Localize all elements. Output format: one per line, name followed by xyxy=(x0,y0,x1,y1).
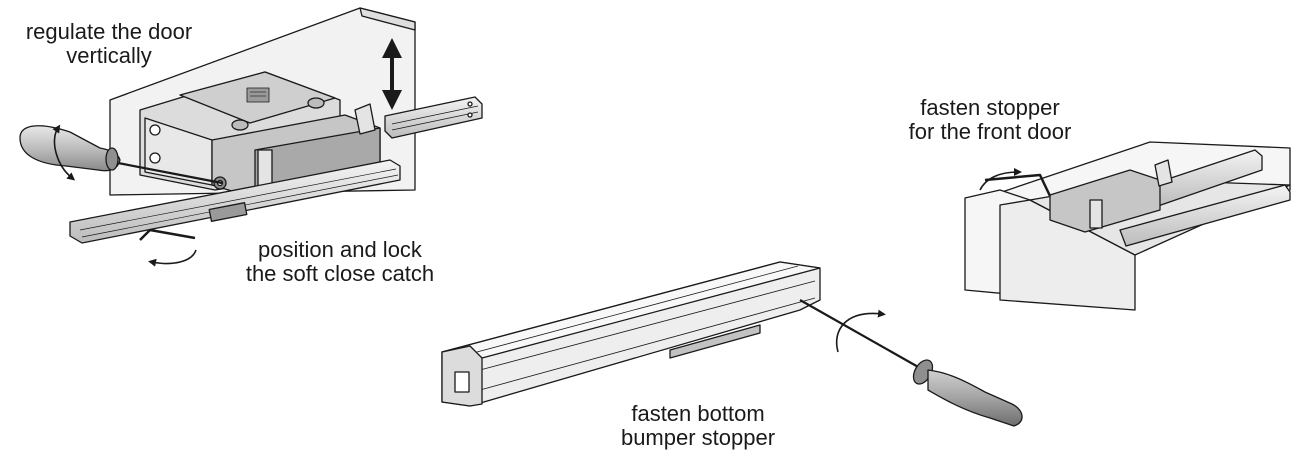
bottom-track xyxy=(69,159,401,244)
caption-position-lock-line2: the soft close catch xyxy=(245,261,435,286)
caption-fasten-bottom-line1: fasten bottom xyxy=(631,401,765,426)
caption-fasten-stopper-line1: fasten stopper xyxy=(920,95,1060,120)
left-assembly-illustration xyxy=(19,7,483,267)
caption-regulate-line2: vertically xyxy=(66,43,152,68)
caption-regulate-door: regulate the door vertically xyxy=(4,20,214,68)
caption-position-lock-line1: position and lock xyxy=(258,237,422,262)
caption-regulate-line1: regulate the door xyxy=(25,19,193,44)
upper-rail xyxy=(384,96,483,139)
caption-fasten-stopper-line2: for the front door xyxy=(908,119,1072,144)
caption-fasten-bottom-line2: bumper stopper xyxy=(620,425,776,450)
center-rail-illustration xyxy=(441,261,1023,427)
right-assembly-illustration xyxy=(964,141,1291,311)
caption-position-lock: position and lock the soft close catch xyxy=(210,238,470,286)
screwdriver-center xyxy=(799,299,1023,427)
right-mechanism xyxy=(1049,169,1161,233)
caption-fasten-bottom: fasten bottom bumper stopper xyxy=(598,402,798,450)
caption-fasten-stopper: fasten stopper for the front door xyxy=(880,96,1100,144)
